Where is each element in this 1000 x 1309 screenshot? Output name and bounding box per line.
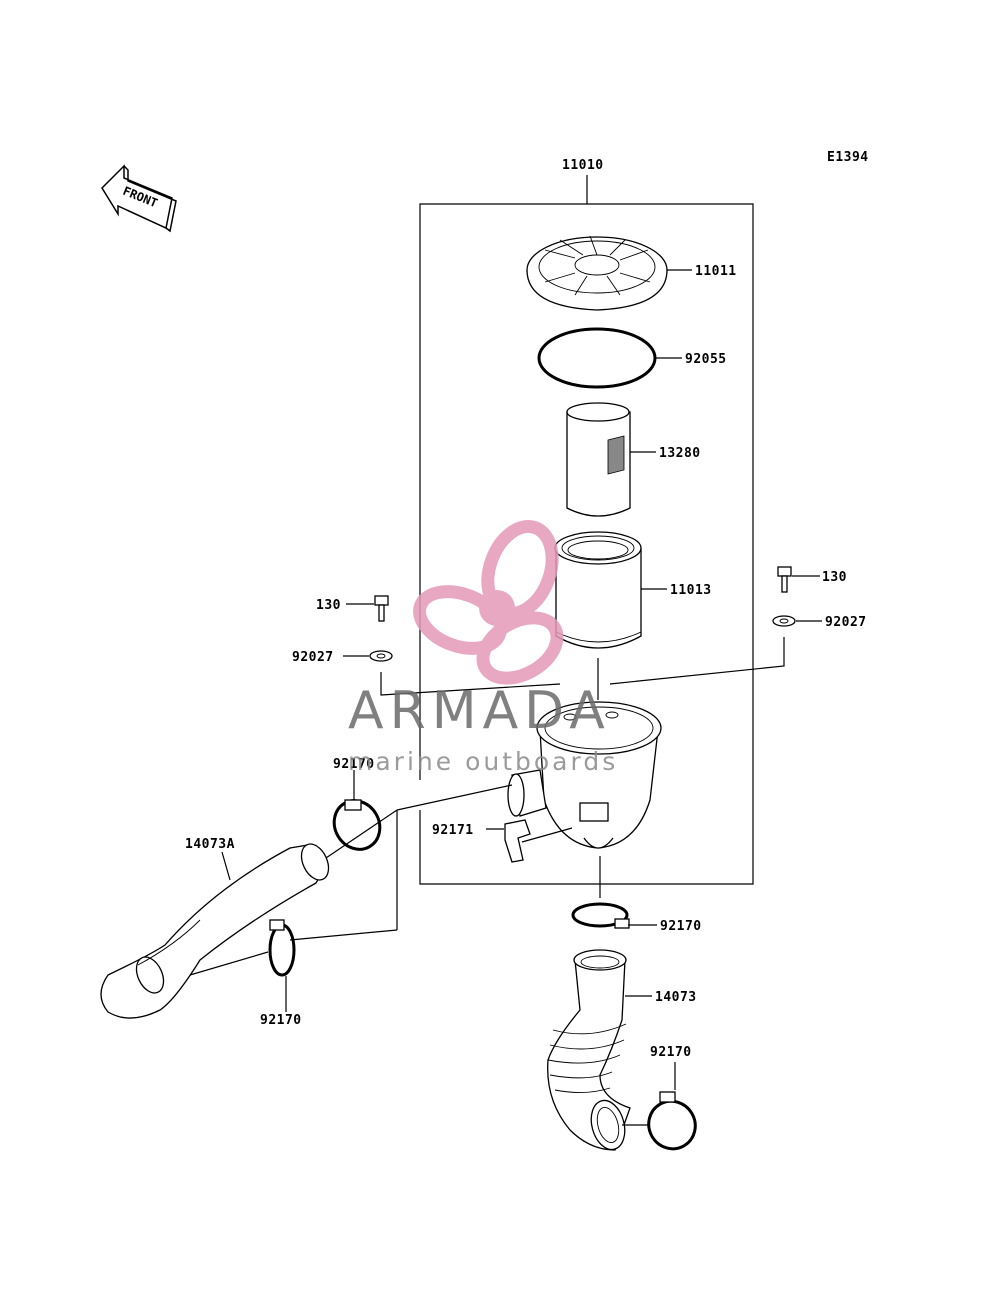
- label-92170-upper: 92170: [333, 757, 375, 772]
- label-14073A: 14073A: [185, 837, 235, 852]
- watermark: ARMADA marine outboards: [348, 519, 618, 776]
- assembly-bracket: [419, 203, 754, 885]
- o-ring: [537, 327, 657, 389]
- watermark-subtitle: marine outboards: [348, 747, 618, 776]
- label-11013: 11013: [670, 583, 712, 598]
- front-arrow-icon: FRONT: [101, 164, 177, 233]
- air-filter-cap: [526, 235, 668, 311]
- label-92170-bottom: 92170: [650, 1045, 692, 1060]
- bolt-left: [374, 595, 389, 622]
- label-92055: 92055: [685, 352, 727, 367]
- washer-left: [369, 650, 393, 662]
- label-92170-mid: 92170: [660, 919, 702, 934]
- assembly-label: 11010: [562, 158, 604, 173]
- label-92027-left: 92027: [292, 650, 334, 665]
- propeller-logo-icon: [413, 519, 564, 685]
- label-130-left: 130: [316, 598, 341, 613]
- watermark-title: ARMADA: [348, 681, 611, 741]
- intake-duct-left: [100, 843, 330, 1019]
- hose-clamp-bottom: [647, 1091, 697, 1151]
- air-filter-housing: [507, 701, 662, 849]
- hose-clamp-lower-left: [268, 919, 296, 977]
- label-92170-lower-left: 92170: [260, 1013, 302, 1028]
- label-92171: 92171: [432, 823, 474, 838]
- washer-right: [772, 615, 796, 627]
- label-14073: 14073: [655, 990, 697, 1005]
- label-13280: 13280: [659, 446, 701, 461]
- air-filter: [554, 531, 642, 649]
- hose-clamp-middle: [571, 902, 630, 929]
- label-11011: 11011: [695, 264, 737, 279]
- hose-clamp-upper: [332, 799, 382, 851]
- clip: [504, 819, 531, 863]
- bolt-right: [777, 566, 792, 593]
- diagram-code: E1394: [827, 150, 869, 165]
- intake-duct-right: [547, 949, 631, 1151]
- label-92027-right: 92027: [825, 615, 867, 630]
- filter-element: [566, 402, 631, 517]
- label-130-right: 130: [822, 570, 847, 585]
